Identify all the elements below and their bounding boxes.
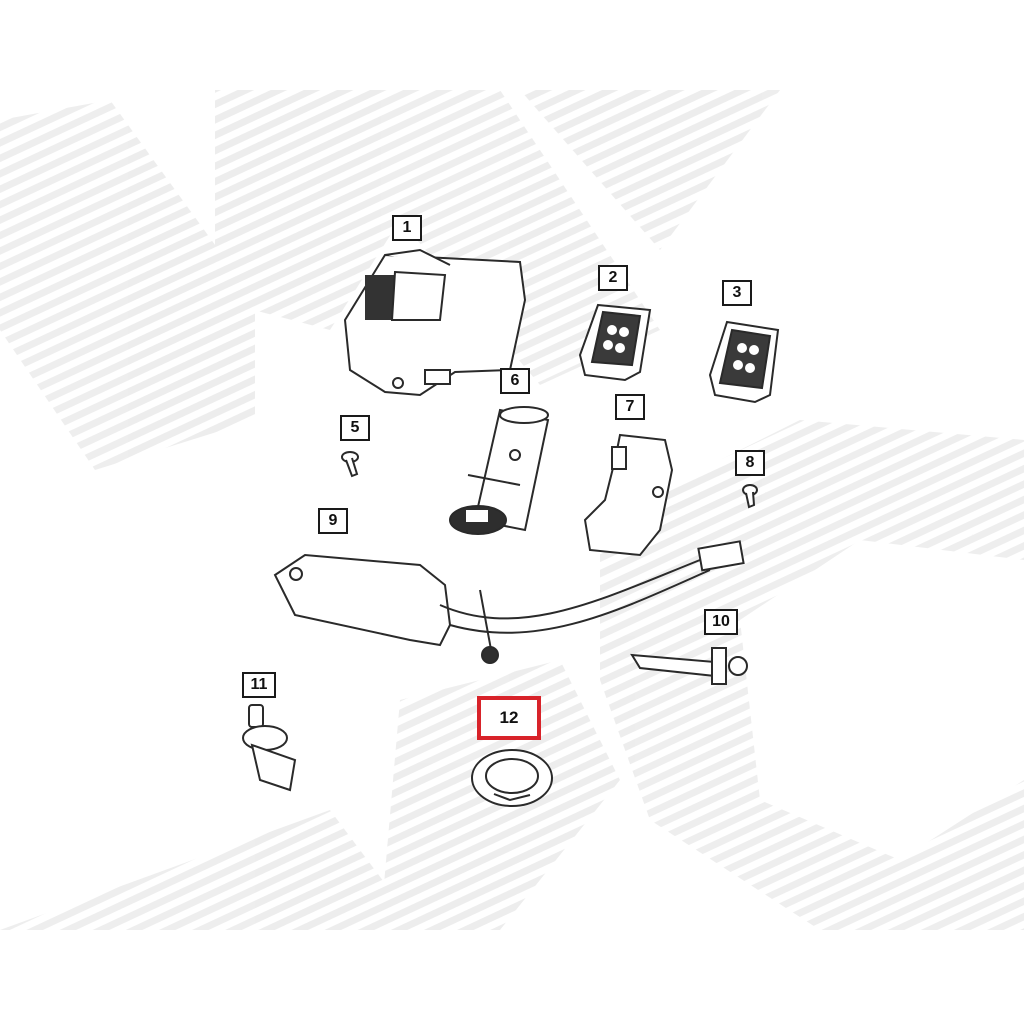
callout-9: 9 bbox=[318, 508, 348, 534]
part-2-key-fob bbox=[578, 303, 652, 382]
callout-1: 1 bbox=[392, 215, 422, 241]
part-1-control-module bbox=[343, 248, 527, 397]
callout-7: 7 bbox=[615, 394, 645, 420]
callout-8: 8 bbox=[735, 450, 765, 476]
callout-3: 3 bbox=[722, 280, 752, 306]
callout-10: 10 bbox=[704, 609, 738, 635]
callout-6: 6 bbox=[500, 368, 530, 394]
part-9-antenna-module bbox=[273, 540, 745, 664]
callout-5: 5 bbox=[340, 415, 370, 441]
part-11-bulb-socket bbox=[242, 704, 297, 792]
callout-12-highlighted: 12 bbox=[477, 696, 541, 740]
callout-2: 2 bbox=[598, 265, 628, 291]
part-12-ring bbox=[471, 749, 553, 807]
part-5-screw bbox=[341, 451, 359, 478]
part-7-housing bbox=[583, 433, 674, 557]
part-8-bolt bbox=[742, 484, 758, 509]
part-3-key-fob bbox=[708, 320, 780, 404]
part-10-pin bbox=[630, 647, 748, 685]
part-6-ignition-switch bbox=[449, 406, 550, 535]
callout-11: 11 bbox=[242, 672, 276, 698]
